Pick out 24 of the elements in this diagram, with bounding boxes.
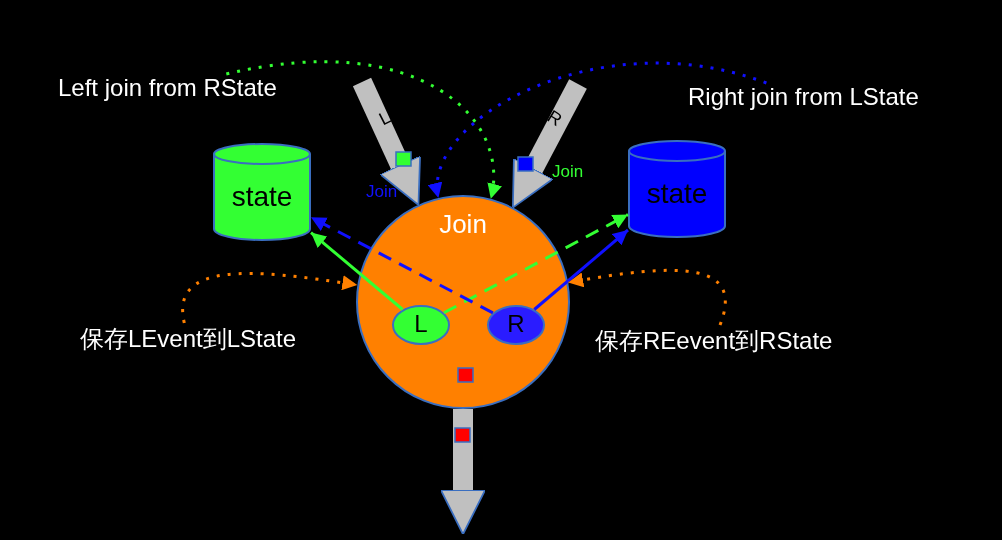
annotation-text: Left join from RState <box>58 74 277 102</box>
annotation-text: 保存REevent到RState <box>595 325 833 357</box>
edge-label: R <box>543 106 566 131</box>
annotation-text: Right join from LState <box>688 83 919 111</box>
join-label: Join <box>366 182 398 202</box>
node-label: R <box>507 310 525 338</box>
arrow <box>310 231 404 311</box>
arrow <box>533 228 629 311</box>
node-label: state <box>646 178 708 210</box>
dashed-arrow <box>443 213 629 315</box>
dashed-arrow <box>226 60 501 199</box>
node-label: state <box>231 181 293 213</box>
dashed-arrow <box>310 215 494 315</box>
node-label: L <box>414 310 428 338</box>
node-label: Join <box>439 209 487 240</box>
annotation-text: 保存LEvent到LState <box>80 323 297 355</box>
edge-label: L <box>375 106 395 131</box>
block-arrow <box>440 409 486 536</box>
block-arrow <box>512 79 587 209</box>
dashed-arrow <box>181 272 358 324</box>
join-label: Join <box>552 162 584 182</box>
dashed-arrow <box>567 268 727 326</box>
dashed-arrow <box>430 61 767 198</box>
block-arrow <box>352 77 421 206</box>
